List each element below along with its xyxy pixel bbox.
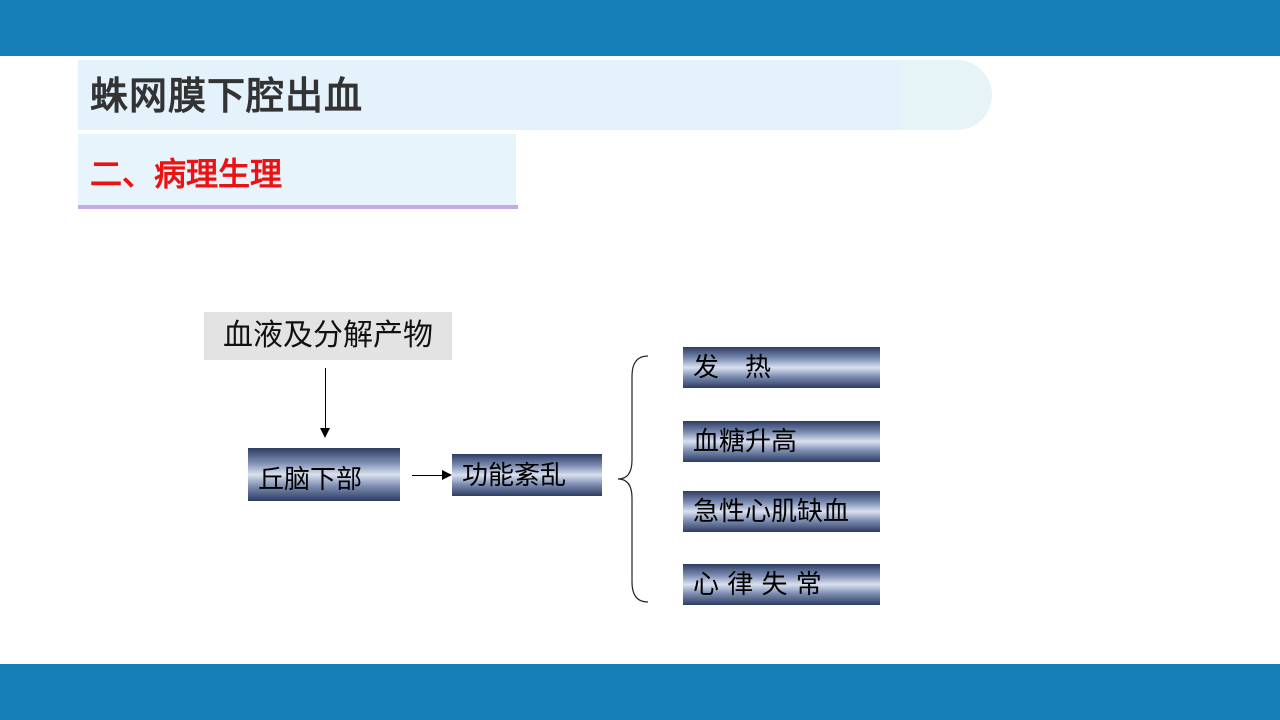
outcome-hyperglycemia: 血糖升高 bbox=[683, 421, 880, 462]
outcome-myocardial-ischemia: 急性心肌缺血 bbox=[683, 491, 880, 532]
dysfunction-box: 功能紊乱 bbox=[452, 454, 602, 496]
slide-subtitle: 二、病理生理 bbox=[90, 155, 283, 193]
outcome-fever: 发 热 bbox=[683, 347, 880, 388]
down-arrow-head-icon bbox=[320, 428, 330, 438]
subtitle-underline bbox=[78, 205, 518, 209]
source-box: 血液及分解产物 bbox=[204, 312, 452, 360]
title-band-cap bbox=[900, 60, 992, 130]
subtitle-band bbox=[78, 134, 516, 206]
outcome-arrhythmia: 心 律 失 常 bbox=[683, 564, 880, 605]
right-arrow-line bbox=[412, 475, 446, 476]
right-arrow-head-icon bbox=[442, 470, 452, 480]
slide-title: 蛛网膜下腔出血 bbox=[90, 74, 364, 118]
title-band bbox=[78, 60, 956, 130]
top-bar bbox=[0, 0, 1280, 56]
hypothalamus-box: 丘脑下部 bbox=[248, 448, 400, 501]
bottom-bar bbox=[0, 664, 1280, 720]
down-arrow-line bbox=[325, 368, 326, 432]
curly-brace-icon bbox=[617, 355, 649, 603]
